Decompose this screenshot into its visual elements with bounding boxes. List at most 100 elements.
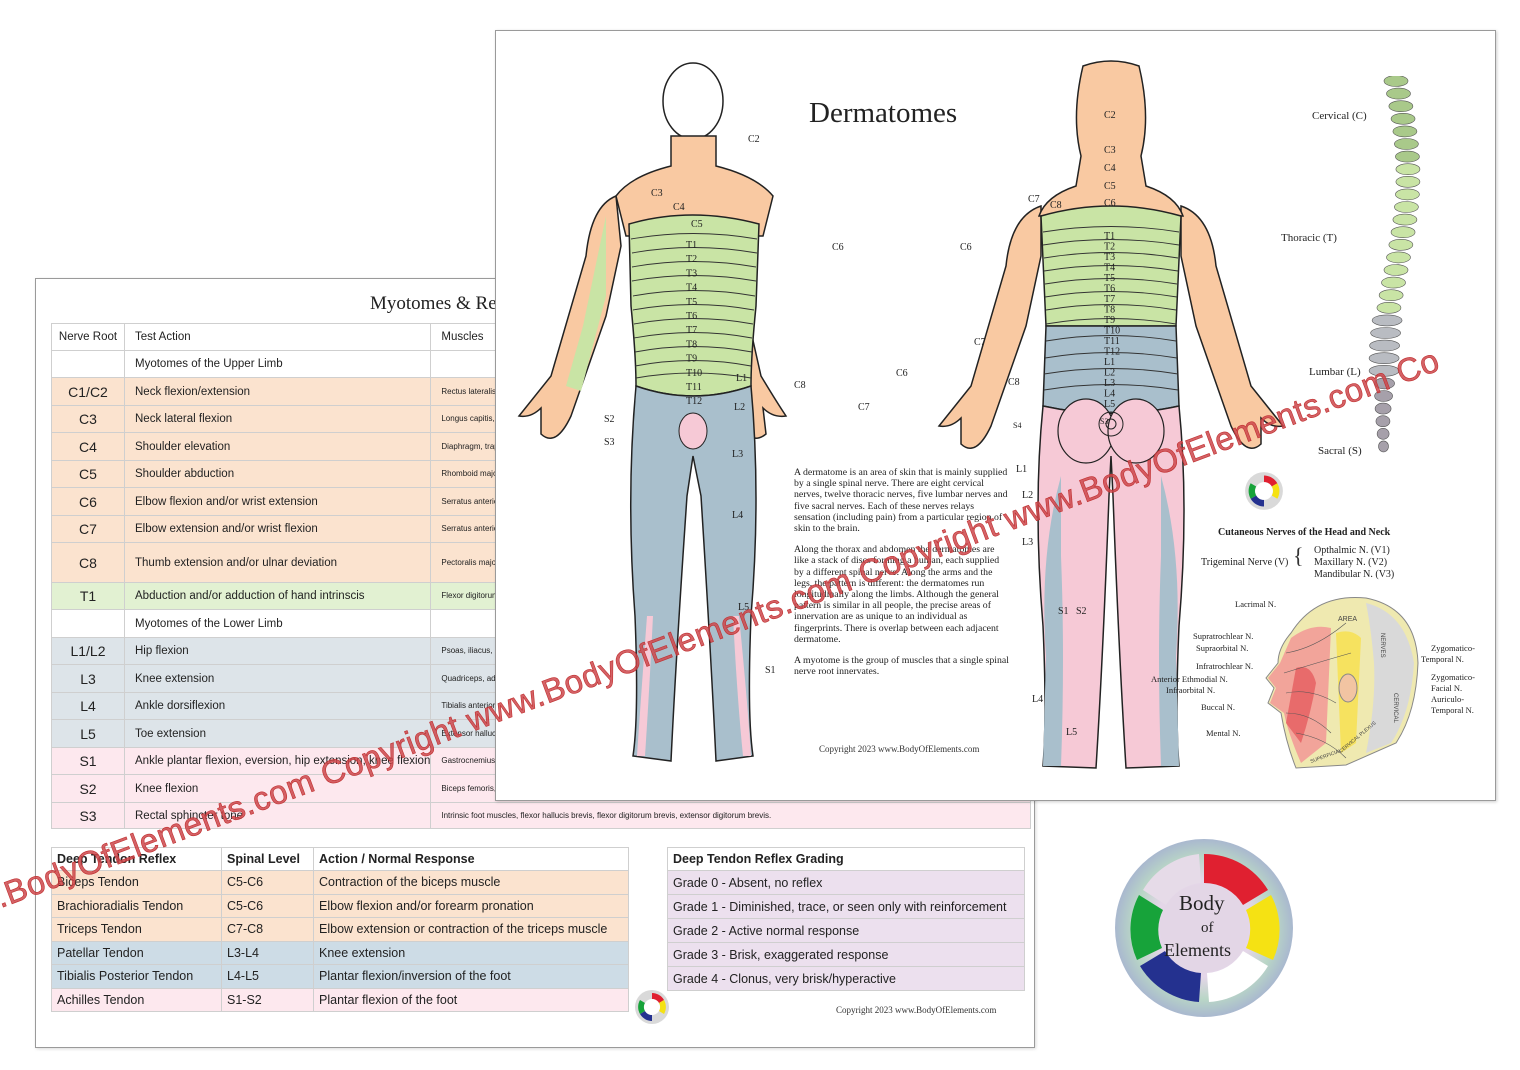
front-band-label: T2 bbox=[686, 254, 697, 265]
myotomes-copyright: Copyright 2023 www.BodyOfElements.com bbox=[836, 1005, 997, 1015]
grading-cell: Grade 4 - Clonus, very brisk/hyperactive bbox=[667, 966, 1025, 991]
back-band-label: T10 bbox=[1104, 326, 1120, 337]
reflex-response: Plantar flexion/inversion of the foot bbox=[313, 964, 629, 989]
back-band-label: L1 bbox=[1104, 357, 1115, 368]
reflex-level: L3-L4 bbox=[221, 940, 314, 965]
myotome-root: S1 bbox=[51, 747, 125, 775]
reflex-level: L4-L5 bbox=[221, 964, 314, 989]
front-band-label: T11 bbox=[686, 382, 702, 393]
reflex-header-cell: Action / Normal Response bbox=[313, 847, 629, 871]
myotome-action: Shoulder abduction bbox=[123, 460, 432, 488]
logo-text-elements: Elements bbox=[1164, 940, 1231, 960]
spine-label-cervical: Cervical (C) bbox=[1312, 110, 1367, 122]
head-nerves-label: NERVES bbox=[1379, 633, 1385, 658]
nerve-infraorbital: Infraorbital N. bbox=[1166, 685, 1216, 695]
vertebra bbox=[1376, 302, 1402, 314]
front-label-s1: S1 bbox=[765, 665, 776, 676]
front-label-l1: L1 bbox=[736, 373, 748, 384]
logo-green-segment bbox=[1130, 895, 1163, 960]
reflex-reflex: Patellar Tendon bbox=[51, 940, 222, 965]
vertebra bbox=[1371, 314, 1403, 327]
myotome-root: S3 bbox=[51, 802, 125, 829]
branch-v3: Mandibular N. (V3) bbox=[1314, 569, 1395, 580]
myotome-action: Ankle plantar flexion, eversion, hip ext… bbox=[123, 747, 432, 775]
spine-illustration bbox=[1368, 76, 1421, 453]
front-label-s2: S2 bbox=[604, 414, 615, 425]
back-label-c8-arm: C8 bbox=[1008, 377, 1020, 388]
nerve-zygomatico-facial-2: Facial N. bbox=[1431, 683, 1463, 693]
back-top-label: C5 bbox=[1104, 181, 1116, 192]
myotome-action: Toe extension bbox=[123, 719, 432, 748]
dermatomes-title: Dermatomes bbox=[809, 97, 958, 129]
vertebra bbox=[1378, 289, 1404, 301]
vertebra bbox=[1381, 276, 1406, 289]
back-band-label: T8 bbox=[1104, 305, 1115, 316]
back-band-label: T11 bbox=[1104, 336, 1120, 347]
grading-row: Grade 0 - Absent, no reflex bbox=[667, 870, 1025, 895]
front-band-label: T3 bbox=[686, 268, 697, 279]
reflex-reflex: Achilles Tendon bbox=[51, 987, 222, 1012]
front-band-label: T10 bbox=[686, 368, 702, 379]
back-label-l4: L4 bbox=[1032, 694, 1044, 705]
vertebra bbox=[1376, 427, 1390, 440]
nerve-zygomatico-temporal-1: Zygomatico- bbox=[1431, 643, 1475, 653]
nerve-supratrochlear: Supratrochlear N. bbox=[1193, 631, 1254, 641]
myotome-action: Thumb extension and/or ulnar deviation bbox=[123, 542, 432, 583]
small-logo-myotomes bbox=[635, 990, 669, 1024]
myotome-root: C7 bbox=[51, 515, 125, 543]
vertebra bbox=[1390, 226, 1416, 238]
vertebra bbox=[1374, 402, 1392, 415]
branch-v1: Opthalmic N. (V1) bbox=[1314, 545, 1390, 556]
logo-grey-segment bbox=[1143, 854, 1201, 905]
myotome-action: Elbow flexion and/or wrist extension bbox=[123, 487, 432, 516]
myotome-action: Elbow extension and/or wrist flexion bbox=[123, 515, 432, 543]
head-area-label: AREA bbox=[1338, 616, 1357, 623]
vertebra bbox=[1395, 176, 1421, 188]
myotomes-header-cell: Nerve Root bbox=[51, 323, 125, 351]
grading-header-cell: Deep Tendon Reflex Grading bbox=[667, 847, 1025, 871]
grading-cell: Grade 3 - Brisk, exaggerated response bbox=[667, 942, 1025, 967]
back-label-l3: L3 bbox=[1022, 537, 1034, 548]
reflex-reflex: Tibialis Posterior Tendon bbox=[51, 964, 222, 989]
vertebra bbox=[1386, 251, 1411, 264]
grading-cell: Grade 1 - Diminished, trace, or seen onl… bbox=[667, 894, 1025, 919]
front-band-label: T1 bbox=[686, 240, 697, 251]
front-band-label: T12 bbox=[686, 396, 702, 407]
back-label-s4: S4 bbox=[1013, 421, 1022, 430]
nerve-auriculo-temporal-1: Auriculo- bbox=[1431, 694, 1465, 704]
back-body-figure: C2C3C4C5C6T1T2T3T4T5T6T7T8T9T10T11T12L1L… bbox=[937, 60, 1285, 769]
spine-label-sacral: Sacral (S) bbox=[1318, 445, 1362, 457]
front-band-label: T5 bbox=[686, 297, 697, 308]
back-label-c8: C8 bbox=[1050, 200, 1062, 211]
reflex-reflex: Biceps Tendon bbox=[51, 870, 222, 895]
small-logo-dermatomes bbox=[1245, 472, 1283, 510]
front-label-s3: S3 bbox=[604, 437, 615, 448]
myotome-root: L1/L2 bbox=[51, 637, 125, 665]
front-label-l3: L3 bbox=[732, 449, 744, 460]
front-label-l2: L2 bbox=[734, 402, 746, 413]
vertebra bbox=[1369, 339, 1400, 352]
myotome-action: Neck lateral flexion bbox=[123, 405, 432, 433]
back-band-label: T12 bbox=[1104, 347, 1120, 358]
vertebra bbox=[1374, 377, 1395, 390]
front-label-c2: C2 bbox=[748, 134, 760, 145]
myotome-action: Ankle dorsiflexion bbox=[123, 692, 432, 720]
nerve-zygomatico-temporal-2: Temporal N. bbox=[1421, 654, 1464, 664]
reflex-level: C5-C6 bbox=[221, 893, 314, 918]
myotome-action: Rectal sphincter tone bbox=[123, 802, 432, 829]
myotome-action: Shoulder elevation bbox=[123, 432, 432, 461]
back-band-label: L5 bbox=[1104, 399, 1115, 410]
myotome-root: C5 bbox=[51, 460, 125, 488]
myotome-root: L5 bbox=[51, 719, 125, 748]
vertebra bbox=[1388, 100, 1414, 113]
grading-row: Grade 2 - Active normal response bbox=[667, 918, 1025, 943]
myotome-root: C3 bbox=[51, 405, 125, 433]
